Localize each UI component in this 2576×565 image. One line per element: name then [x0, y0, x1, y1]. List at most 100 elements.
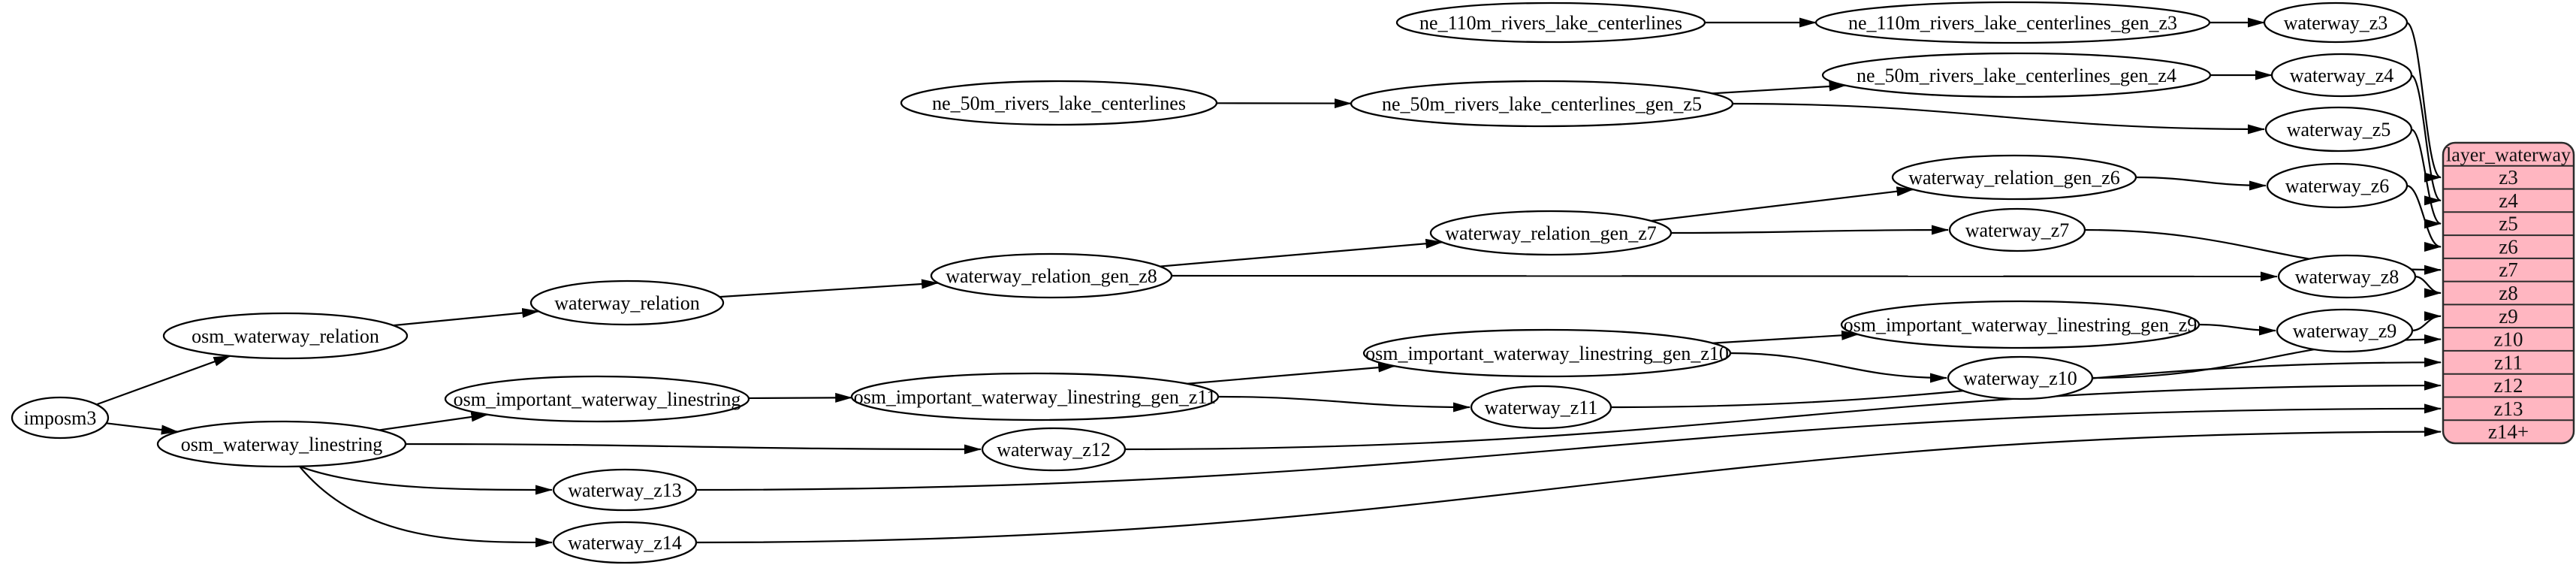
- node-label-waterway_z10: waterway_z10: [1963, 367, 2077, 389]
- table-row-z13: z13: [2494, 397, 2523, 420]
- node-osm_waterway_relation: osm_waterway_relation: [162, 312, 409, 360]
- edge-waterway_z6-to-layer_waterway-z6: [2406, 184, 2442, 252]
- node-shape-waterway_relation_gen_z6: [1891, 154, 2137, 201]
- node-label-waterway_z13: waterway_z13: [568, 479, 682, 501]
- node-label-waterway_relation_gen_z6: waterway_relation_gen_z6: [1908, 167, 2120, 189]
- node-label-osm_important_waterway_linestring_gen_z11: osm_important_waterway_linestring_gen_z1…: [854, 386, 1217, 408]
- node-waterway_z11: waterway_z11: [1470, 385, 1612, 430]
- node-shape-waterway_z9: [2276, 308, 2414, 353]
- edge-osm_important_waterway_linestring-to-osm_important_waterway_linestring_gen_z11: [748, 392, 853, 403]
- node-ne_50m_rivers_lake_centerlines_gen_z4: ne_50m_rivers_lake_centerlines_gen_z4: [1821, 52, 2212, 98]
- node-ne_50m_rivers_lake_centerlines_gen_z5: ne_50m_rivers_lake_centerlines_gen_z5: [1350, 80, 1734, 128]
- node-shape-waterway_relation: [529, 279, 725, 326]
- edge-osm_important_waterway_linestring_gen_z11-to-osm_important_waterway_linestring_gen_z10: [1187, 362, 1396, 385]
- edge-waterway_relation_gen_z7-to-waterway_z7: [1670, 225, 1949, 235]
- node-waterway_z14: waterway_z14: [552, 521, 698, 564]
- table-row-z9: z9: [2499, 305, 2517, 328]
- node-waterway_relation_gen_z6: waterway_relation_gen_z6: [1891, 154, 2137, 201]
- node-shape-osm_waterway_linestring: [156, 420, 407, 468]
- node-label-waterway_relation_gen_z8: waterway_relation_gen_z8: [946, 265, 1157, 287]
- node-shape-waterway_z10: [1947, 355, 2094, 400]
- table-row-z4: z4: [2499, 189, 2518, 212]
- node-waterway_z9: waterway_z9: [2276, 308, 2414, 353]
- node-shape-osm_important_waterway_linestring: [444, 375, 750, 423]
- node-waterway_z12: waterway_z12: [981, 427, 1127, 472]
- edge-waterway_relation_gen_z8-to-waterway_relation_gen_z7: [1160, 238, 1443, 267]
- node-shape-osm_waterway_relation: [162, 312, 409, 360]
- node-label-ne_50m_rivers_lake_centerlines_gen_z5: ne_50m_rivers_lake_centerlines_gen_z5: [1382, 93, 1702, 115]
- edge-imposm3-to-osm_waterway_relation: [96, 355, 231, 406]
- node-label-waterway_z5: waterway_z5: [2287, 119, 2391, 140]
- node-shape-waterway_relation_gen_z8: [930, 252, 1173, 299]
- edge-osm_waterway_relation-to-waterway_relation: [393, 308, 540, 327]
- edge-waterway_z12-to-layer_waterway-z12: [1124, 380, 2442, 451]
- edge-imposm3-to-osm_waterway_linestring: [106, 422, 179, 435]
- node-osm_important_waterway_linestring_gen_z11: osm_important_waterway_linestring_gen_z1…: [850, 372, 1220, 421]
- edge-ne_50m_rivers_lake_centerlines_gen_z5-to-waterway_z5: [1731, 102, 2265, 134]
- node-shape-waterway_z4: [2270, 53, 2413, 98]
- edge-waterway_z8-to-layer_waterway-z8: [2414, 275, 2442, 298]
- node-shape-waterway_z5: [2264, 106, 2413, 153]
- table-row-z11: z11: [2494, 351, 2523, 373]
- node-shape-ne_50m_rivers_lake_centerlines_gen_z4: [1821, 52, 2212, 98]
- node-label-waterway_z8: waterway_z8: [2295, 266, 2400, 288]
- node-waterway_z13: waterway_z13: [552, 468, 698, 512]
- node-shape-ne_50m_rivers_lake_centerlines_gen_z5: [1350, 80, 1734, 128]
- node-label-waterway_relation: waterway_relation: [554, 292, 699, 314]
- node-label-ne_50m_rivers_lake_centerlines_gen_z4: ne_50m_rivers_lake_centerlines_gen_z4: [1857, 65, 2176, 86]
- node-ne_50m_rivers_lake_centerlines: ne_50m_rivers_lake_centerlines: [900, 80, 1218, 126]
- edge-osm_waterway_linestring-to-waterway_z13: [299, 465, 553, 495]
- node-osm_waterway_linestring: osm_waterway_linestring: [156, 420, 407, 468]
- edge-waterway_z3-to-layer_waterway-z3: [2406, 21, 2442, 183]
- edge-waterway_relation_gen_z7-to-waterway_relation_gen_z6: [1651, 186, 1914, 222]
- node-ne_110m_rivers_lake_centerlines: ne_110m_rivers_lake_centerlines: [1395, 2, 1706, 44]
- node-shape-ne_110m_rivers_lake_centerlines: [1395, 2, 1706, 44]
- node-shape-osm_important_waterway_linestring_gen_z11: [850, 372, 1220, 421]
- node-label-ne_50m_rivers_lake_centerlines: ne_50m_rivers_lake_centerlines: [932, 92, 1186, 114]
- edge-waterway_z13-to-layer_waterway-z13: [695, 403, 2442, 491]
- edge-osm_waterway_linestring-to-waterway_z14: [298, 465, 553, 548]
- node-shape-waterway_z7: [1948, 207, 2086, 252]
- table-row-z14+: z14+: [2488, 421, 2529, 443]
- edge-waterway_z9-to-layer_waterway-z9: [2411, 311, 2442, 332]
- node-label-ne_110m_rivers_lake_centerlines_gen_z3: ne_110m_rivers_lake_centerlines_gen_z3: [1848, 12, 2177, 34]
- edge-waterway_relation_gen_z6-to-waterway_z6: [2134, 176, 2267, 191]
- edge-osm_important_waterway_linestring_gen_z9-to-waterway_z9: [2197, 323, 2276, 336]
- node-osm_important_waterway_linestring_gen_z9: osm_important_waterway_linestring_gen_z9: [1840, 300, 2200, 349]
- edge-osm_waterway_linestring-to-waterway_z12: [404, 443, 982, 455]
- table-row-z3: z3: [2499, 166, 2517, 189]
- table-row-z10: z10: [2494, 328, 2523, 351]
- node-label-waterway_z3: waterway_z3: [2284, 12, 2388, 34]
- node-label-waterway_z7: waterway_z7: [1965, 219, 2070, 241]
- node-label-osm_important_waterway_linestring: osm_important_waterway_linestring: [454, 388, 741, 410]
- node-label-waterway_z14: waterway_z14: [568, 532, 682, 554]
- node-waterway_z3: waterway_z3: [2263, 2, 2409, 44]
- node-waterway_relation: waterway_relation: [529, 279, 725, 326]
- node-label-osm_important_waterway_linestring_gen_z9: osm_important_waterway_linestring_gen_z9: [1844, 314, 2197, 336]
- edge-ne_50m_rivers_lake_centerlines_gen_z5-to-ne_50m_rivers_lake_centerlines_gen_z4: [1712, 81, 1847, 95]
- table-layer: layer_waterwayz3z4z5z6z7z8z9z10z11z12z13…: [2442, 141, 2575, 445]
- node-shape-waterway_relation_gen_z7: [1429, 210, 1673, 256]
- node-waterway_z10: waterway_z10: [1947, 355, 2094, 400]
- node-label-imposm3: imposm3: [24, 407, 97, 429]
- node-label-osm_waterway_relation: osm_waterway_relation: [192, 325, 379, 347]
- edge-waterway_relation-to-waterway_relation_gen_z8: [719, 279, 940, 298]
- edge-osm_important_waterway_linestring_gen_z10-to-waterway_z10: [1729, 352, 1947, 383]
- node-shape-waterway_z12: [981, 427, 1127, 472]
- table-row-z12: z12: [2494, 374, 2523, 397]
- node-label-waterway_z12: waterway_z12: [997, 439, 1111, 461]
- node-shape-waterway_z3: [2263, 2, 2409, 44]
- node-shape-waterway_z13: [552, 468, 698, 512]
- node-waterway_relation_gen_z8: waterway_relation_gen_z8: [930, 252, 1173, 299]
- node-shape-waterway_z14: [552, 521, 698, 564]
- node-label-waterway_relation_gen_z7: waterway_relation_gen_z7: [1445, 222, 1657, 244]
- node-label-waterway_z4: waterway_z4: [2290, 65, 2394, 86]
- node-shape-waterway_z11: [1470, 385, 1612, 430]
- node-osm_important_waterway_linestring_gen_z10: osm_important_waterway_linestring_gen_z1…: [1362, 328, 1732, 378]
- edge-waterway_z14-to-layer_waterway-z14+: [695, 427, 2442, 544]
- node-label-osm_waterway_linestring: osm_waterway_linestring: [181, 434, 383, 455]
- edge-osm_important_waterway_linestring_gen_z10-to-osm_important_waterway_linestring_gen_z9: [1712, 330, 1860, 344]
- table-row-z8: z8: [2499, 282, 2517, 304]
- edges-layer: [96, 17, 2442, 548]
